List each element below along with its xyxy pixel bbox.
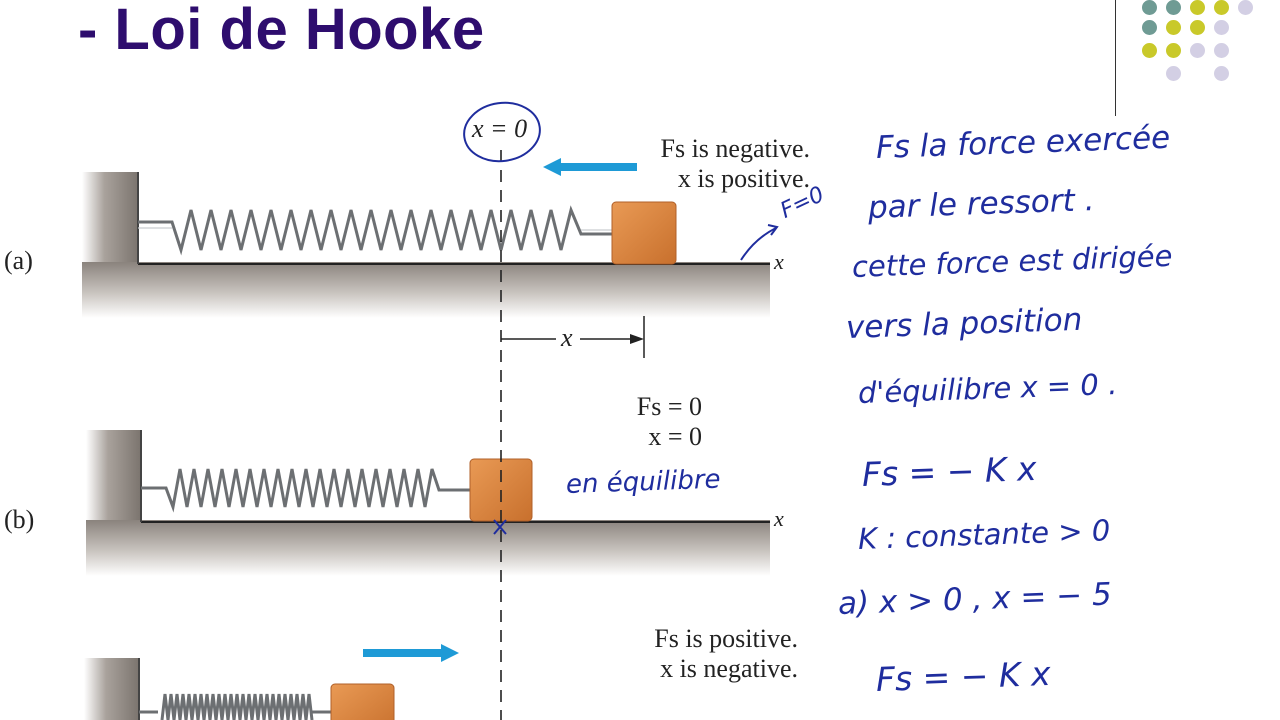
spring-c (139, 693, 331, 720)
handwritten-cross-b (493, 519, 507, 535)
note-line: Fs = − K x (861, 448, 1038, 494)
decor-dot (1142, 20, 1157, 35)
decor-dot (1190, 0, 1205, 15)
panel-a-tag: (a) (4, 246, 33, 275)
panel-a (82, 158, 770, 358)
panel-a-fs-line: Fs is negative. (660, 134, 811, 163)
wall-c (84, 658, 139, 720)
decor-dot (1166, 0, 1181, 15)
wall-b (86, 430, 141, 524)
decor-dot (1142, 43, 1157, 58)
panel-b-fs-line: Fs = 0 (636, 392, 702, 421)
wall-a (82, 172, 138, 266)
panel-b-x-line: x = 0 (648, 422, 702, 451)
handwritten-circle (463, 101, 541, 163)
origin-label: x = 0 (472, 114, 528, 143)
decor-dot (1190, 43, 1205, 58)
note-line: Fs = − K x (875, 653, 1052, 699)
panel-b-force-text: Fs = 0 x = 0 (560, 392, 702, 452)
measure-arrowhead (630, 334, 644, 344)
handwritten-arrow-a (740, 227, 777, 261)
spring-b (141, 468, 470, 513)
floor-a (82, 262, 770, 318)
decor-dot (1214, 66, 1229, 81)
panel-a-force-text: Fs is negative. x is positive. (610, 134, 811, 194)
panel-b (86, 430, 770, 576)
decor-dot (1238, 0, 1253, 15)
floor-b (86, 520, 770, 576)
panel-a-x-line: x is positive. (677, 164, 810, 193)
panel-b-tag: (b) (4, 505, 35, 534)
handwritten-arrowhead-a (767, 224, 779, 236)
panel-c-force-text: Fs is positive. x is negative. (600, 624, 798, 684)
title-divider-line (1115, 0, 1116, 116)
decor-dot (1166, 66, 1181, 81)
panel-c (84, 644, 459, 720)
decor-dot (1214, 0, 1229, 15)
axis-label-a: x (774, 249, 784, 274)
spring-a-highlight (138, 227, 612, 231)
force-arrow-a (543, 158, 637, 176)
decor-dot (1214, 20, 1229, 35)
slide-title: - Loi de Hooke (78, 0, 485, 62)
spring-a (138, 205, 612, 256)
force-arrow-c (363, 644, 459, 662)
decor-dot (1214, 43, 1229, 58)
decor-dot (1166, 43, 1181, 58)
axis-label-b: x (774, 506, 784, 531)
panel-c-x-line: x is negative. (660, 654, 798, 683)
handwritten-annotation-b: en équilibre (565, 464, 722, 500)
block-c (330, 683, 395, 720)
measure-label: x (561, 323, 573, 352)
panel-c-fs-line: Fs is positive. (654, 624, 798, 653)
block-a (611, 201, 677, 265)
decor-dot (1166, 20, 1181, 35)
decor-dot (1190, 20, 1205, 35)
decor-dot (1142, 0, 1157, 15)
